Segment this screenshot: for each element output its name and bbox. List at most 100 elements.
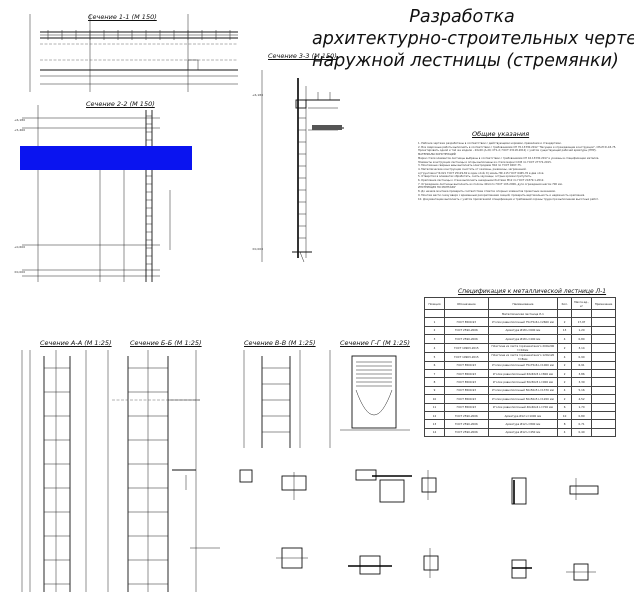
svg-text:+6,180: +6,180 <box>252 93 263 97</box>
spec-cell: Уголок равнополочный 63х63х5 L=800 мм <box>487 368 559 379</box>
spec-cell: ГОСТ 8509-93 <box>443 360 489 370</box>
spec-cell: ГОСТ 8509-93 <box>443 368 489 379</box>
spec-cell: Уголок равнополочный 50х50х5 L=900 мм <box>487 377 559 387</box>
spec-cell: 3 <box>424 334 445 344</box>
spec-cell: 1,20 <box>571 325 592 336</box>
spec-table: Позиция Обозначение Наименование Кол. Ма… <box>424 297 617 438</box>
note-line: 7. Ограждение лестницы выполнить из поло… <box>418 182 563 186</box>
spec-cell: ГОСТ 2590-2006 <box>443 419 489 429</box>
spec-cell: ГОСТ 2590-2006 <box>443 325 489 336</box>
spec-cell: 2 <box>557 317 573 327</box>
note-line: ИНСТРУКЦИЯ ПО МОНТАЖУ <box>418 186 456 190</box>
spec-cell: Пластина из листа горячекатаного 120х120… <box>487 351 559 362</box>
node-details-drawing <box>239 469 599 581</box>
spec-cell: 8 <box>557 419 573 429</box>
spec-header-cell: Примечание <box>590 297 617 310</box>
section-v-v-label: Сечение В-В (М 1:25) <box>244 339 316 347</box>
spec-cell: 3,14 <box>571 342 592 353</box>
spec-cell: 13 <box>557 325 573 336</box>
spec-cell: 3,86 <box>571 368 592 379</box>
spec-cell: ГОСТ 8509-93 <box>443 394 489 404</box>
svg-text:+6,180: +6,180 <box>14 118 25 122</box>
spec-cell <box>590 402 617 412</box>
spec-group-label: Металлическая лестница Л-1 <box>487 308 559 319</box>
section-2-2-label: Сечение 2-2 (М 150) <box>86 100 155 108</box>
note-line: а) Грунтовка ГФ-021 ГОСТ 25129-82 в один… <box>418 171 545 175</box>
note-line: 10. Документацию выполнить с учётом прил… <box>418 197 599 201</box>
spec-cell: ГОСТ 2590-2006 <box>443 427 489 438</box>
spec-header-cell: Кол. <box>557 297 573 310</box>
spec-cell: 2 <box>557 360 573 370</box>
spec-cell: 17,97 <box>571 317 592 327</box>
svg-text:±0,000: ±0,000 <box>14 270 25 274</box>
section-3-3-label: Сечение 3-3 (М 150) <box>268 52 337 60</box>
svg-text:+0,600: +0,600 <box>14 245 25 249</box>
section-v-v-drawing <box>243 350 301 448</box>
note-line: 8. До начала монтажа проверить соответст… <box>418 190 556 194</box>
spec-cell: 7 <box>424 368 445 379</box>
spec-cell: 9 <box>424 385 445 396</box>
spec-cell: Пластина из листа горячекатаного 200х200… <box>487 342 559 353</box>
note-line: 6. Крепление лестницы к стене выполнить … <box>418 179 545 183</box>
section-b-b-drawing <box>107 350 220 592</box>
section-1-1-drawing <box>29 14 238 92</box>
note-line: 4. Металлические конструкции очистить от… <box>418 167 527 171</box>
section-g-g-drawing <box>329 350 410 448</box>
spec-cell: 2 <box>557 377 573 387</box>
spec-cell: Уголок равнополочный 50х50х5 L=1200 мм <box>487 394 559 404</box>
spec-cell: 6 <box>424 360 445 370</box>
spec-cell: Арматура Ø12 L=800 мм <box>487 419 559 429</box>
spec-cell: ГОСТ 8509-93 <box>443 402 489 412</box>
spec-cell: Уголок равнополочный 75х75х6 L=2600 мм <box>487 317 559 327</box>
spec-cell: Арматура Ø12 L=450 мм <box>487 427 559 438</box>
spec-cell: Уголок равнополочный 50х50х5 L=1370 мм <box>487 385 559 396</box>
spec-header-cell: Обозначение <box>443 297 489 310</box>
spec-cell <box>590 334 617 344</box>
spec-cell: ГОСТ 2590-2006 <box>443 410 489 421</box>
note-line: 5. Отверстия в элементах обработать, сня… <box>418 175 532 179</box>
section-g-g-label: Сечение Г-Г (М 1:25) <box>340 339 410 347</box>
spec-cell <box>590 419 617 429</box>
spec-cell: ГОСТ 2590-2006 <box>443 334 489 344</box>
title-line-2: архитектурно-строительных чертежей <box>312 29 634 49</box>
spec-cell <box>590 351 617 362</box>
spec-cell <box>590 385 617 396</box>
section-b-b-label: Сечение Б-Б (М 1:25) <box>130 339 202 347</box>
spec-cell <box>590 325 617 336</box>
section-a-a-label: Сечение А-А (М 1:25) <box>40 339 112 347</box>
spec-group-row: Металлическая лестница Л-1 <box>424 308 617 319</box>
spec-cell: 6,91 <box>571 360 592 370</box>
spec-cell: 2 <box>557 368 573 379</box>
spec-cell: 0,90 <box>571 351 592 362</box>
spec-header-cell: Масса ед., кг <box>571 297 592 310</box>
spec-cell: ГОСТ 8509-93 <box>443 317 489 327</box>
spec-cell: 10 <box>424 394 445 404</box>
spec-cell: ГОСТ 8509-93 <box>443 385 489 396</box>
note-line: 1. Рабочие чертежи разработаны в соответ… <box>418 142 562 145</box>
spec-cell: 2 <box>557 342 573 353</box>
svg-text:+5,460: +5,460 <box>14 128 25 132</box>
spec-cell: 0,80 <box>571 334 592 344</box>
spec-cell: 3,39 <box>571 377 592 387</box>
note-line: Элементы конструкции лестницы и опоры вы… <box>418 160 552 164</box>
spec-cell: Арматура Ø18 L=600 мм <box>487 325 559 336</box>
general-notes-title: Общие указания <box>472 130 530 138</box>
spec-header-cell: Позиция <box>424 297 445 310</box>
svg-text:±0,000: ±0,000 <box>252 247 263 251</box>
spec-cell: 1 <box>424 317 445 327</box>
spec-cell: 4 <box>557 334 573 344</box>
note-line: 2. Все сварочные работы выполнять в соот… <box>418 145 617 149</box>
spec-cell: 5 <box>424 351 445 362</box>
spec-cell <box>590 410 617 421</box>
note-line: 9. Монтаж вести снизу вверх с временным … <box>418 193 586 197</box>
